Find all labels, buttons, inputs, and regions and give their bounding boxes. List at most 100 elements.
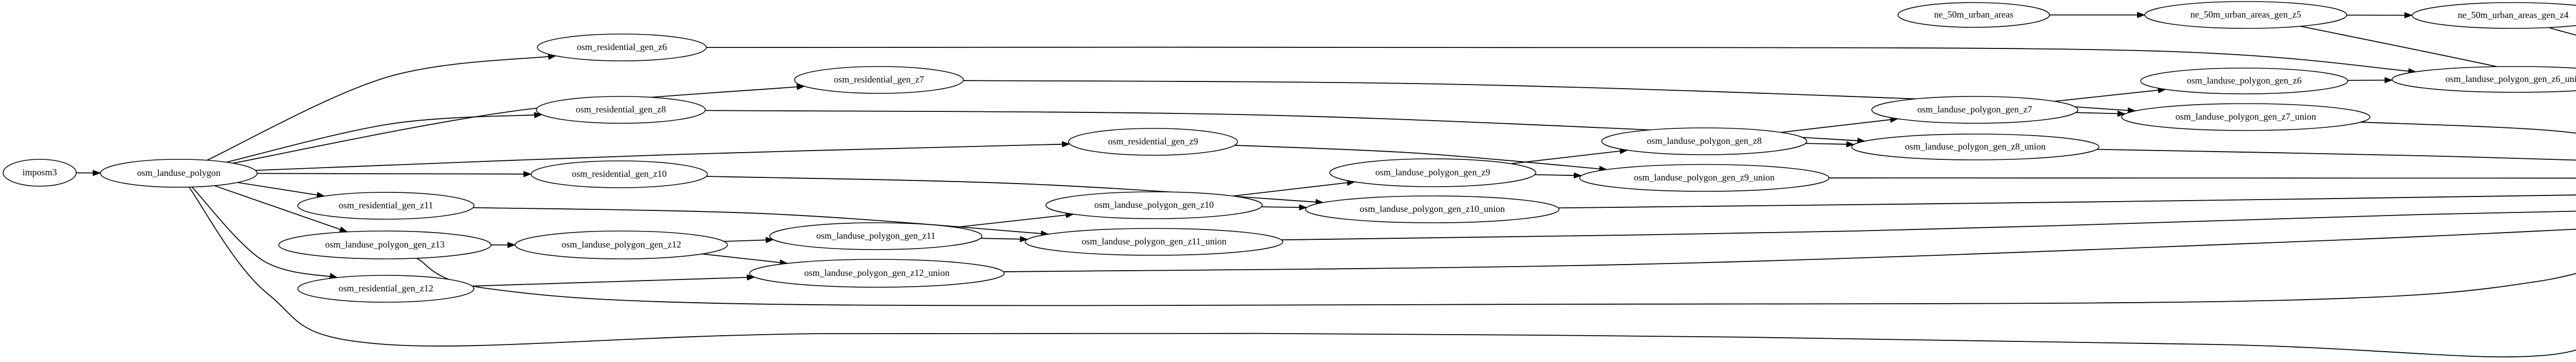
- osm_landuse_polygon_gen_z11_union-ellipse: [1025, 228, 1283, 256]
- ne_50m_urban_areas-ellipse: [1897, 2, 2050, 28]
- edge-osm_landuse_polygon-to-osm_landuse_polygon_gen_z13: [214, 185, 348, 233]
- nodes-layer: imposm3 osm_landuse_polygon osm_residentia…: [3, 1, 2576, 303]
- osm_landuse_polygon_gen_z12_union-label: osm_landuse_polygon_gen_z12_union: [804, 268, 950, 278]
- osm_residential_gen_z8-label: osm_residential_gen_z8: [576, 104, 666, 114]
- osm_residential_gen_z10-label: osm_residential_gen_z10: [572, 169, 667, 179]
- osm_landuse_polygon_gen_z9_union-ellipse: [1579, 164, 1829, 192]
- osm_landuse_polygon_gen_z13-label: osm_landuse_polygon_gen_z13: [325, 239, 445, 250]
- node-osm_landuse_polygon_gen_z6: osm_landuse_polygon_gen_z6: [2140, 68, 2348, 94]
- imposm3-ellipse: [3, 159, 77, 187]
- osm_landuse_polygon_gen_z8-label: osm_landuse_polygon_gen_z8: [1647, 136, 1762, 146]
- osm_landuse_polygon-label: osm_landuse_polygon: [137, 168, 221, 178]
- edge-osm_landuse_polygon_gen_z9-to-osm_landuse_polygon_gen_z9_union: [1535, 172, 1582, 179]
- node-osm_residential_gen_z9: osm_residential_gen_z9: [1068, 128, 1238, 156]
- node-osm_landuse_polygon_gen_z9_union: osm_landuse_polygon_gen_z9_union: [1579, 164, 1829, 192]
- edge-osm_landuse_polygon_gen_z10_union-to-layer_landuse-z10: [1558, 194, 2576, 209]
- osm_residential_gen_z6-label: osm_residential_gen_z6: [577, 42, 667, 52]
- node-osm_landuse_polygon_gen_z8_union: osm_landuse_polygon_gen_z8_union: [1851, 134, 2099, 160]
- edge-osm_landuse_polygon_gen_z12-to-osm_landuse_polygon_gen_z12_union: [702, 253, 788, 266]
- edge-osm_landuse_polygon_gen_z11-to-osm_landuse_polygon_gen_z10: [955, 212, 1074, 228]
- osm_landuse_polygon_gen_z6-ellipse: [2140, 68, 2348, 94]
- node-osm_landuse_polygon_gen_z11_union: osm_landuse_polygon_gen_z11_union: [1025, 228, 1283, 256]
- node-ne_50m_urban_areas_gen_z5: ne_50m_urban_areas_gen_z5: [2144, 1, 2347, 29]
- edge-osm_residential_gen_z11-to-osm_landuse_polygon_gen_z11_union: [473, 207, 1049, 237]
- edge-osm_landuse_polygon_gen_z12-to-osm_landuse_polygon_gen_z11: [724, 237, 774, 243]
- osm_landuse_polygon_gen_z6_union-ellipse: [2392, 66, 2576, 93]
- node-osm_residential_gen_z11: osm_residential_gen_z11: [297, 192, 474, 220]
- osm_residential_gen_z11-label: osm_residential_gen_z11: [338, 200, 433, 210]
- osm_landuse_polygon_gen_z12_union-ellipse: [749, 259, 1005, 288]
- osm_landuse_polygon_gen_z6_union-label: osm_landuse_polygon_gen_z6_union: [2446, 74, 2576, 84]
- osm_landuse_polygon_gen_z8-ellipse: [1601, 127, 1807, 155]
- osm_landuse_polygon_gen_z6-label: osm_landuse_polygon_gen_z6: [2187, 75, 2302, 86]
- edge-osm_landuse_polygon_gen_z8_union-to-layer_landuse-z8: [2096, 149, 2576, 161]
- ne_50m_urban_areas_gen_z5-ellipse: [2144, 1, 2347, 29]
- edge-osm_landuse_polygon-to-osm_residential_gen_z9: [255, 141, 1071, 171]
- edge-osm_residential_gen_z6-to-osm_landuse_polygon_gen_z6_union: [706, 46, 2417, 75]
- osm_landuse_polygon_gen_z9_union-label: osm_landuse_polygon_gen_z9_union: [1634, 172, 1775, 183]
- node-osm_landuse_polygon_gen_z10_union: osm_landuse_polygon_gen_z10_union: [1305, 195, 1560, 223]
- osm_landuse_polygon_gen_z9-ellipse: [1329, 158, 1536, 187]
- edge-osm_landuse_polygon-to-osm_residential_gen_z7: [233, 84, 805, 164]
- osm_landuse_polygon_gen_z10-label: osm_landuse_polygon_gen_z10: [1094, 200, 1214, 210]
- node-osm_landuse_polygon_gen_z12_union: osm_landuse_polygon_gen_z12_union: [749, 259, 1005, 288]
- edges-layer: [76, 12, 2576, 358]
- edge-osm_landuse_polygon-to-osm_residential_gen_z6: [207, 54, 556, 161]
- osm_landuse_polygon_gen_z10_union-label: osm_landuse_polygon_gen_z10_union: [1360, 204, 1505, 214]
- edge-osm_residential_gen_z9-to-osm_landuse_polygon_gen_z9_union: [1234, 144, 1608, 172]
- osm_landuse_polygon_gen_z13-ellipse: [278, 231, 492, 259]
- node-osm_residential_gen_z12: osm_residential_gen_z12: [297, 275, 474, 303]
- osm_landuse_polygon_gen_z7_union-ellipse: [2121, 103, 2370, 131]
- node-osm_landuse_polygon_gen_z7: osm_landuse_polygon_gen_z7: [1871, 96, 2078, 124]
- osm_landuse_polygon_gen_z10-ellipse: [1045, 191, 1263, 219]
- osm_landuse_polygon_gen_z11-label: osm_landuse_polygon_gen_z11: [816, 231, 935, 241]
- osm_landuse_polygon_gen_z11-ellipse: [769, 222, 982, 250]
- osm_landuse_polygon_gen_z7-ellipse: [1871, 96, 2078, 124]
- node-osm_residential_gen_z10: osm_residential_gen_z10: [531, 160, 708, 188]
- edge-osm_landuse_polygon-to-osm_residential_gen_z12: [192, 186, 338, 279]
- osm_residential_gen_z9-label: osm_residential_gen_z9: [1108, 136, 1198, 146]
- node-osm_landuse_polygon_gen_z9: osm_landuse_polygon_gen_z9: [1329, 158, 1536, 187]
- edge-osm_residential_gen_z10-to-osm_landuse_polygon_gen_z10_union: [706, 176, 1324, 205]
- osm_residential_gen_z6-ellipse: [537, 34, 707, 61]
- osm_residential_gen_z11-ellipse: [297, 192, 474, 220]
- osm_landuse_polygon_gen_z8_union-ellipse: [1851, 134, 2099, 160]
- ne_50m_urban_areas_gen_z4-label: ne_50m_urban_areas_gen_z4: [2458, 10, 2569, 20]
- edge-osm_landuse_polygon-to-osm_residential_gen_z8: [226, 112, 543, 163]
- edge-osm_landuse_polygon-to-layer_landuse-z14+: [189, 187, 2576, 358]
- node-osm_landuse_polygon_gen_z13: osm_landuse_polygon_gen_z13: [278, 231, 492, 259]
- edge-osm_residential_gen_z12-to-osm_landuse_polygon_gen_z12_union: [472, 274, 755, 287]
- osm_residential_gen_z10-ellipse: [531, 160, 708, 188]
- node-osm_landuse_polygon_gen_z10: osm_landuse_polygon_gen_z10: [1045, 191, 1263, 219]
- edge-osm_landuse_polygon_gen_z7_union-to-layer_landuse-z7: [2361, 121, 2576, 134]
- node-osm_residential_gen_z7: osm_residential_gen_z7: [794, 66, 964, 94]
- osm_landuse_polygon_gen_z7_union-label: osm_landuse_polygon_gen_z7_union: [2176, 111, 2316, 122]
- ne_50m_urban_areas_gen_z4-ellipse: [2412, 2, 2576, 29]
- edge-osm_landuse_polygon_gen_z11_union-to-layer_landuse-z11: [1281, 210, 2576, 241]
- edge-osm_landuse_polygon_gen_z7-to-osm_landuse_polygon_gen_z6: [2054, 87, 2166, 102]
- osm_residential_gen_z7-ellipse: [794, 66, 964, 94]
- osm_residential_gen_z9-ellipse: [1068, 128, 1238, 156]
- edge-osm_landuse_polygon_gen_z13-to-layer_landuse-z13: [416, 257, 2576, 306]
- osm_landuse_polygon_gen_z12-label: osm_landuse_polygon_gen_z12: [562, 239, 681, 250]
- edge-osm_landuse_polygon_gen_z7-to-osm_landuse_polygon_gen_z7_union: [2075, 110, 2126, 117]
- osm_landuse_polygon_gen_z12-ellipse: [515, 231, 728, 259]
- ne_50m_urban_areas-label: ne_50m_urban_areas: [1934, 9, 2013, 20]
- osm_landuse_polygon_gen_z7-label: osm_landuse_polygon_gen_z7: [1918, 104, 2032, 114]
- osm_landuse_polygon-ellipse: [100, 159, 258, 188]
- osm_residential_gen_z7-label: osm_residential_gen_z7: [834, 74, 924, 85]
- node-osm_landuse_polygon: osm_landuse_polygon: [100, 159, 258, 188]
- node-ne_50m_urban_areas_gen_z4: ne_50m_urban_areas_gen_z4: [2412, 2, 2576, 29]
- imposm3-label: imposm3: [22, 167, 57, 177]
- node-osm_landuse_polygon_gen_z11: osm_landuse_polygon_gen_z11: [769, 222, 982, 250]
- node-imposm3: imposm3: [3, 159, 77, 187]
- ne_50m_urban_areas_gen_z5-label: ne_50m_urban_areas_gen_z5: [2191, 9, 2301, 20]
- node-osm_landuse_polygon_gen_z6_union: osm_landuse_polygon_gen_z6_union: [2392, 66, 2576, 93]
- osm_landuse_polygon_gen_z8_union-label: osm_landuse_polygon_gen_z8_union: [1905, 141, 2046, 152]
- edge-osm_landuse_polygon-to-osm_residential_gen_z10: [257, 171, 532, 177]
- edge-ne_50m_urban_areas_gen_z4-to-layer_landuse-z4: [2548, 27, 2576, 36]
- osm_residential_gen_z12-label: osm_residential_gen_z12: [338, 283, 433, 293]
- node-osm_landuse_polygon_gen_z8: osm_landuse_polygon_gen_z8: [1601, 127, 1807, 155]
